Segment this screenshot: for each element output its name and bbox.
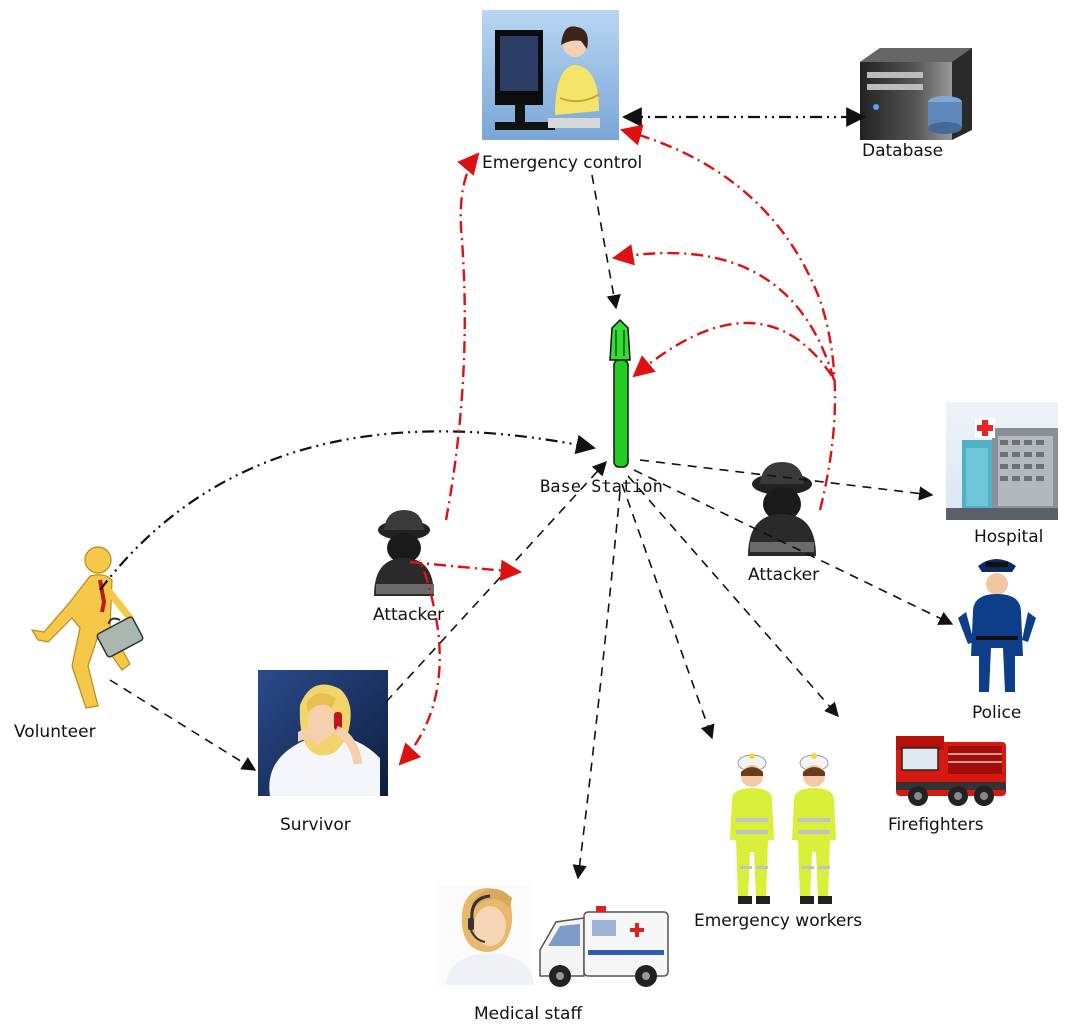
label-firefighters: Firefighters — [888, 815, 984, 835]
normal-links — [99, 107, 954, 880]
operator-icon — [482, 10, 619, 140]
attack-links — [398, 124, 837, 766]
attack-right-to-control — [619, 124, 837, 511]
label-emergency-control: Emergency control — [482, 153, 642, 173]
nurse-icon — [436, 885, 534, 985]
worker-icon — [792, 753, 836, 904]
police-officer-icon — [958, 559, 1036, 692]
label-base-station: Base Station — [540, 477, 663, 497]
link-station-to-police — [633, 469, 954, 625]
survivor-icon — [258, 670, 388, 796]
label-database: Database — [862, 141, 943, 161]
server-icon — [860, 48, 972, 140]
link-volunteer-to-survivor — [109, 679, 257, 771]
label-volunteer: Volunteer — [14, 722, 96, 742]
label-attacker-right: Attacker — [748, 565, 819, 585]
attack-left-to-control — [444, 152, 480, 521]
link-station-to-medical — [572, 491, 621, 880]
attack-right-to-station-high — [611, 244, 836, 381]
label-survivor: Survivor — [280, 815, 351, 835]
attack-left-to-station — [409, 559, 523, 582]
fire-truck-icon — [896, 736, 1006, 806]
ambulance-icon — [539, 906, 669, 987]
label-hospital: Hospital — [974, 527, 1043, 547]
link-station-to-workers — [621, 483, 715, 740]
tower-icon — [609, 318, 631, 468]
hacker-icon — [748, 462, 816, 556]
hospital-icon — [946, 402, 1058, 520]
link-control-to-station — [591, 174, 621, 310]
attack-right-to-station-low — [632, 321, 833, 378]
worker-icon — [730, 753, 774, 904]
runner-icon — [30, 546, 144, 709]
label-attacker-left: Attacker — [373, 605, 444, 625]
link-station-to-hospital — [639, 459, 934, 501]
hacker-icon — [374, 510, 434, 596]
label-police: Police — [972, 703, 1021, 723]
link-volunteer-to-station — [99, 430, 596, 591]
link-survivor-to-station — [385, 460, 607, 703]
label-medical-staff: Medical staff — [474, 1004, 583, 1024]
link-station-to-firefighters — [627, 475, 839, 718]
label-emergency-workers: Emergency workers — [694, 911, 862, 931]
attack-survivor-intercept — [398, 559, 441, 766]
